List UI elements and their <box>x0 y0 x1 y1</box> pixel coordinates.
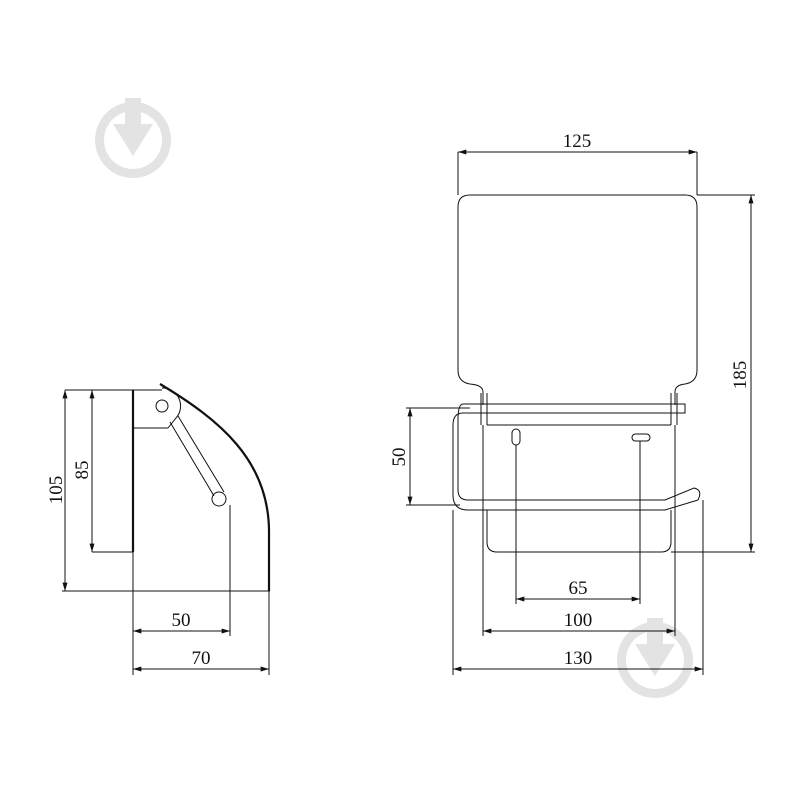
dim-50-front: 50 <box>389 448 410 467</box>
watermark-icon <box>95 98 171 178</box>
dim-185: 185 <box>730 361 751 390</box>
front-view: 125 185 50 65 100 130 <box>389 131 755 675</box>
dim-100: 100 <box>564 610 593 631</box>
dim-85: 85 <box>72 461 93 480</box>
dim-130: 130 <box>564 648 593 669</box>
dim-50-side: 50 <box>172 610 191 631</box>
dim-105: 105 <box>46 476 67 505</box>
dim-125: 125 <box>563 131 592 152</box>
dim-65: 65 <box>569 578 588 599</box>
side-view: 105 85 50 70 <box>46 383 271 675</box>
pivot-icon <box>155 399 169 413</box>
dim-70: 70 <box>192 648 211 669</box>
mounting-slot-vertical <box>511 428 521 446</box>
mounting-slot-horizontal <box>631 433 651 442</box>
watermark-icon <box>617 618 693 698</box>
